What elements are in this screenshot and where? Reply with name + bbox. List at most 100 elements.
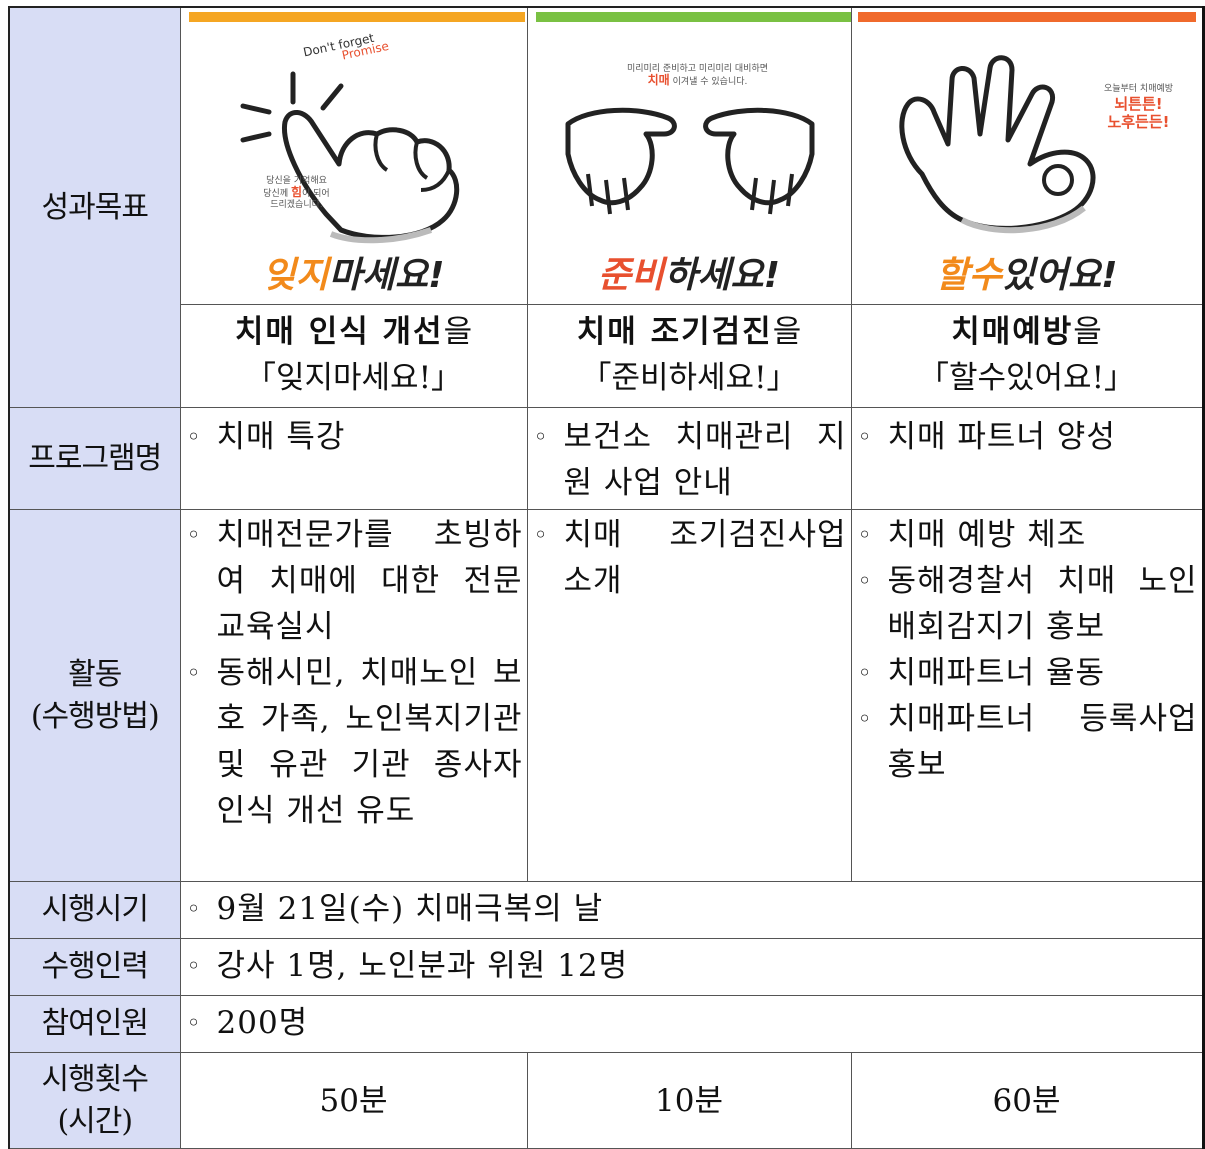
caption-prevention-bold: 치매예방 [951, 314, 1074, 350]
program-text: 치매 파트너 양성 [887, 419, 1116, 455]
bullet-icon: ◦ [186, 1009, 201, 1037]
list-item: ◦ 치매전문가를 초빙하여 치매에 대한 전문 교육실시 [181, 510, 527, 650]
bullet-icon: ◦ [186, 521, 201, 549]
activity-text: 동해경찰서 치매 노인 배회감지기 홍보 [887, 563, 1198, 645]
poster-can-do-bar [857, 12, 1196, 22]
poster-forget-mini-3: 드리겠습니다. [270, 200, 323, 210]
bullet-icon: ◦ [857, 521, 872, 549]
poster-prepare-mini-2b: 이겨낼 수 있습니다. [669, 77, 748, 87]
program-col-1: ◦ 치매 특강 [179, 407, 528, 510]
list-item: ◦ 치매 파트너 양성 [852, 408, 1202, 460]
program-col-3: ◦ 치매 파트너 양성 [850, 407, 1204, 510]
poster-forget: Don't forget Promise 당신을 기억해요 당신께 힘이 되어 … [179, 6, 528, 305]
caption-prevention: 치매예방을 「할수있어요!」 [850, 304, 1204, 408]
bullet-icon: ◦ [186, 895, 201, 923]
poster-forget-slogan: 잊지마세요! [181, 256, 527, 296]
activity-col-1: ◦ 치매전문가를 초빙하여 치매에 대한 전문 교육실시 ◦ 동해시민, 치매노인 … [179, 509, 528, 882]
bullet-icon: ◦ [186, 952, 201, 980]
duration-col-3: 60분 [850, 1052, 1204, 1149]
caption-screening-bold: 치매 조기검진 [576, 314, 773, 350]
bullet-icon: ◦ [533, 423, 548, 451]
poster-prepare-mini-text: 미리미리 준비하고 미리미리 대비하면 치매 이겨낼 수 있습니다. [608, 64, 788, 88]
period-text: 9월 21일(수) 치매극복의 날 [216, 891, 604, 927]
duration-col-2: 10분 [526, 1052, 852, 1149]
caption-awareness-line2: 「잊지마세요!」 [244, 360, 463, 396]
activity-text: 동해시민, 치매노인 보호 가족, 노인복지기관 및 유관 기관 종사자 인식 … [216, 655, 523, 829]
poster-prepare-slogan: 준비하세요! [528, 256, 851, 296]
bullet-icon: ◦ [857, 423, 872, 451]
label-staff: 수행인력 [8, 938, 181, 996]
bullet-icon: ◦ [857, 705, 872, 733]
list-item: ◦ 동해시민, 치매노인 보호 가족, 노인복지기관 및 유관 기관 종사자 인식… [181, 650, 527, 834]
bullet-icon: ◦ [857, 659, 872, 687]
caption-awareness-bold: 치매 인식 개선 [234, 314, 444, 350]
caption-screening: 치매 조기검진을 「준비하세요!」 [526, 304, 852, 408]
staff-text: 강사 1명, 노인분과 위원 12명 [216, 948, 629, 984]
period-cell: ◦ 9월 21일(수) 치매극복의 날 [179, 881, 1204, 939]
list-item: ◦치매 예방 체조 [852, 510, 1202, 558]
caption-awareness-rest: 을 [443, 314, 473, 350]
poster-forget-mini-text: 당신을 기억해요 당신께 힘이 되어 드리겠습니다. [247, 176, 347, 211]
bullet-icon: ◦ [533, 521, 548, 549]
program-plan-table: 성과목표 Don't forget [8, 6, 1205, 1149]
bullet-icon: ◦ [186, 659, 201, 687]
label-activity-line2: (수행방법) [30, 698, 160, 734]
activity-text: 치매파트너 율동 [887, 655, 1105, 691]
list-item: ◦ 강사 1명, 노인분과 위원 12명 [181, 939, 1202, 989]
label-count: 시행횟수 (시간) [8, 1052, 181, 1149]
poster-can-do-mini-3: 노후든든! [1107, 113, 1170, 131]
poster-can-do-slogan-a: 할수 [935, 255, 1002, 296]
label-participants: 참여인원 [8, 995, 181, 1053]
list-item: ◦ 치매 특강 [181, 408, 527, 460]
list-item: ◦ 치매파트너 등록사업 홍보 [852, 696, 1202, 788]
ok-hand-icon [898, 55, 1096, 234]
poster-can-do-mini-1: 오늘부터 치매예방 [1103, 84, 1174, 94]
list-item: ◦ 치매 조기검진사업 소개 [528, 510, 851, 604]
program-text: 치매 특강 [216, 419, 346, 455]
activity-col-3: ◦치매 예방 체조 ◦ 동해경찰서 치매 노인 배회감지기 홍보 ◦ 치매파트너 율… [850, 509, 1204, 882]
participants-text: 200명 [216, 1005, 309, 1041]
label-count-line1: 시행횟수 [41, 1061, 149, 1097]
caption-screening-line2: 「준비하세요!」 [580, 360, 798, 396]
poster-can-do-mini-text: 오늘부터 치매예방 뇌튼튼! 노후든든! [1084, 84, 1194, 131]
bullet-icon: ◦ [186, 423, 201, 451]
poster-forget-slogan-a: 잊지 [262, 255, 329, 296]
activity-col-2: ◦ 치매 조기검진사업 소개 [526, 509, 852, 882]
poster-can-do-slogan: 할수있어요! [852, 256, 1202, 296]
pinky-promise-hand-icon [240, 71, 459, 244]
staff-cell: ◦ 강사 1명, 노인분과 위원 12명 [179, 938, 1204, 996]
caption-screening-rest: 을 [772, 314, 802, 350]
label-count-line2: (시간) [57, 1103, 133, 1139]
label-goal: 성과목표 [8, 6, 181, 408]
poster-prepare-mini-2a: 치매 [647, 73, 670, 87]
activity-text: 치매 조기검진사업 소개 [563, 517, 847, 599]
poster-forget-mini-1: 당신을 기억해요 [266, 176, 327, 186]
caption-prevention-line2: 「할수있어요!」 [917, 360, 1136, 396]
label-program: 프로그램명 [8, 407, 181, 510]
poster-prepare-slogan-b: 하세요! [664, 255, 781, 296]
participants-cell: ◦ 200명 [179, 995, 1204, 1053]
list-item: ◦ 보건소 치매관리 지원 사업 안내 [528, 408, 851, 506]
list-item: ◦ 200명 [181, 996, 1202, 1046]
list-item: ◦ 치매파트너 율동 [852, 650, 1202, 696]
program-text: 보건소 치매관리 지원 사업 안내 [563, 419, 847, 501]
poster-forget-mini-2b: 힘 [290, 185, 303, 199]
poster-forget-slogan-b: 마세요! [328, 255, 445, 296]
list-item: ◦ 9월 21일(수) 치매극복의 날 [181, 882, 1202, 932]
poster-forget-mini-2c: 이 되어 [302, 189, 330, 199]
activity-text: 치매파트너 등록사업 홍보 [887, 701, 1198, 783]
duration-col-1: 50분 [179, 1052, 528, 1149]
label-activity-line1: 활동 [68, 656, 122, 692]
bullet-icon: ◦ [857, 567, 872, 595]
caption-prevention-rest: 을 [1073, 314, 1102, 350]
poster-can-do-slogan-b: 있어요! [1001, 255, 1118, 296]
activity-text: 치매전문가를 초빙하여 치매에 대한 전문 교육실시 [216, 517, 523, 645]
label-activity: 활동 (수행방법) [8, 509, 181, 882]
poster-prepare: 미리미리 준비하고 미리미리 대비하면 치매 이겨낼 수 있습니다. 준비하세요… [526, 6, 852, 305]
poster-can-do: 오늘부터 치매예방 뇌튼튼! 노후든든! 할수있어요! [850, 6, 1204, 305]
poster-prepare-mini-1: 미리미리 준비하고 미리미리 대비하면 [626, 64, 769, 74]
poster-can-do-mini-2: 뇌튼튼! [1114, 95, 1163, 113]
program-col-2: ◦ 보건소 치매관리 지원 사업 안내 [526, 407, 852, 510]
poster-forget-bar [188, 12, 525, 22]
open-hands-icon [565, 107, 814, 215]
